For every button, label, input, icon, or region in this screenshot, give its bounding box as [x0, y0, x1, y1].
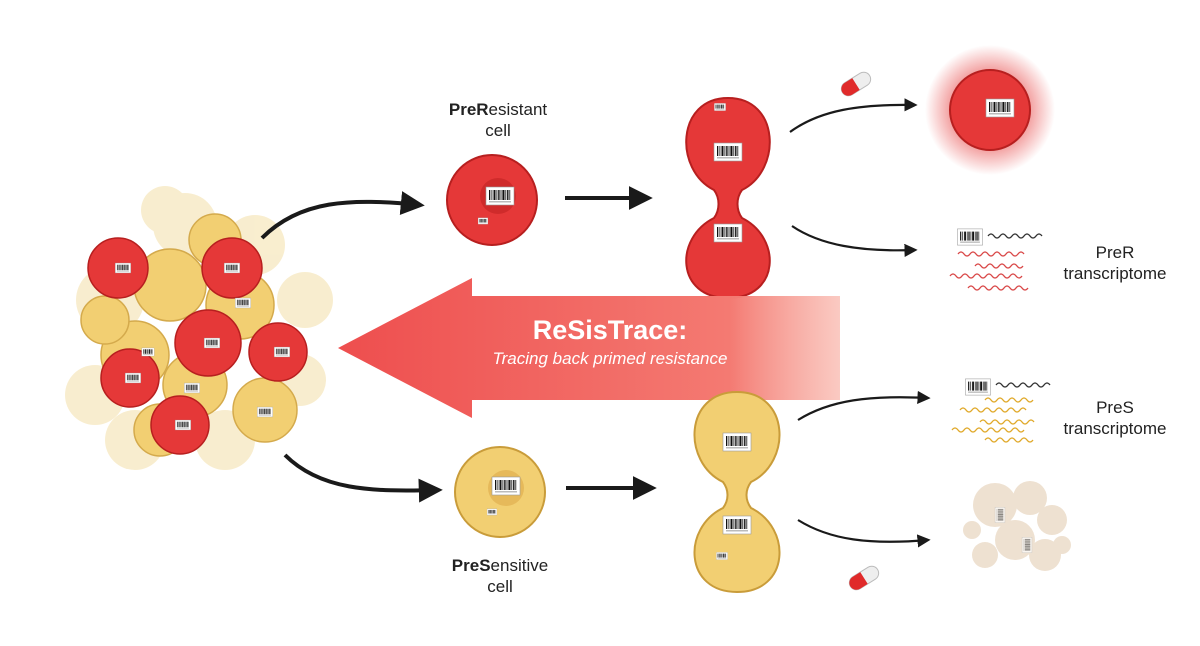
barcode-icon [956, 228, 984, 246]
barcode-icon [716, 552, 728, 560]
barcode-icon [994, 507, 1006, 523]
barcode-icon [184, 382, 200, 394]
preR-transcriptome-label: PreR transcriptome [1040, 242, 1190, 284]
pill-icon [840, 71, 872, 97]
preR-tx-line1: PreR [1095, 243, 1135, 262]
transcript-read [979, 419, 1035, 425]
cell-fragment [1053, 536, 1071, 554]
barcode-icon [477, 217, 489, 225]
barcode-icon [486, 508, 498, 516]
cell-fragment [973, 483, 1017, 527]
barcode-icon [714, 103, 726, 111]
preR-label-bold: PreR [448, 100, 489, 119]
barcode-icon [257, 406, 273, 418]
barcode-icon [274, 346, 290, 358]
preR-transcriptome-reads [949, 228, 1043, 291]
preS-label-rest: ensitive [490, 556, 549, 575]
barcode-icon [713, 223, 743, 243]
barcode-icon [115, 262, 131, 274]
preresistant-cell-label: PreResistant cell [418, 99, 578, 141]
transcript-read [967, 285, 1029, 291]
cell-fragment [1013, 481, 1047, 515]
transcript-read [995, 382, 1051, 388]
faded-cell [277, 272, 333, 328]
banner-subtitle: Tracing back primed resistance [492, 349, 728, 368]
preR-label-rest: esistant [488, 100, 548, 119]
cell-fragment [972, 542, 998, 568]
arrow-to-preS-transcriptome [797, 390, 931, 421]
cell-fragment [1029, 539, 1061, 571]
preS-tx-line2: transcriptome [1063, 419, 1167, 438]
banner-title: ReSisTrace: [532, 315, 688, 345]
barcode-icon [224, 262, 240, 274]
cell-icon [685, 96, 771, 300]
preresistant-cell [446, 154, 538, 246]
barcode-icon [722, 432, 752, 452]
barcode-icon [125, 372, 141, 384]
barcode-icon [491, 476, 521, 496]
barcode-icon [204, 337, 220, 349]
preS-transcriptome-label: PreS transcriptome [1040, 397, 1190, 439]
barcode-icon [722, 515, 752, 535]
transcript-read [949, 273, 1023, 279]
transcript-read [951, 427, 1025, 433]
cell-fragment [963, 521, 981, 539]
barcode-icon [713, 142, 743, 162]
arrow-to-preR-transcriptome [791, 225, 918, 257]
preR-label-line2: cell [485, 121, 511, 140]
preS-label-bold: PreS [451, 556, 491, 575]
barcode-icon [985, 98, 1015, 118]
arrow-to-dead-cell [797, 519, 931, 548]
barcode-icon [175, 419, 191, 431]
arrow-to-preresistant [260, 191, 425, 240]
barcode-icon [485, 186, 515, 206]
preR-tx-line2: transcriptome [1063, 264, 1167, 283]
cell-fragment [1037, 505, 1067, 535]
transcript-read [957, 251, 1025, 257]
transcript-read [987, 233, 1043, 239]
dividing-resistant-cell [685, 96, 771, 300]
presensitive-cell-label: PreSensitive cell [430, 555, 570, 597]
dead-sensitive-cell [963, 481, 1071, 571]
arrow-to-presensitive [283, 453, 443, 503]
sensitive-cell [80, 295, 130, 345]
preS-label-line2: cell [487, 577, 513, 596]
dividing-sensitive-cell [693, 390, 781, 594]
transcript-read [974, 263, 1024, 269]
barcode-icon [141, 347, 155, 357]
faded-cell [141, 186, 189, 234]
pill-icon [848, 565, 880, 591]
barcode-icon [235, 297, 251, 309]
transcript-read [984, 437, 1034, 443]
tumor-cell-population [65, 186, 333, 470]
arrow-to-surviving-cell [789, 98, 918, 133]
preS-tx-line1: PreS [1096, 398, 1134, 417]
cell-icon [693, 390, 781, 594]
presensitive-cell [454, 446, 546, 538]
preS-transcriptome-reads [951, 378, 1051, 443]
transcript-read [959, 407, 1027, 413]
barcode-icon [964, 378, 992, 396]
barcode-icon [1021, 537, 1033, 553]
surviving-resistant-cell [925, 45, 1055, 175]
transcript-read [984, 397, 1034, 403]
resistrace-banner-arrow [338, 278, 840, 418]
